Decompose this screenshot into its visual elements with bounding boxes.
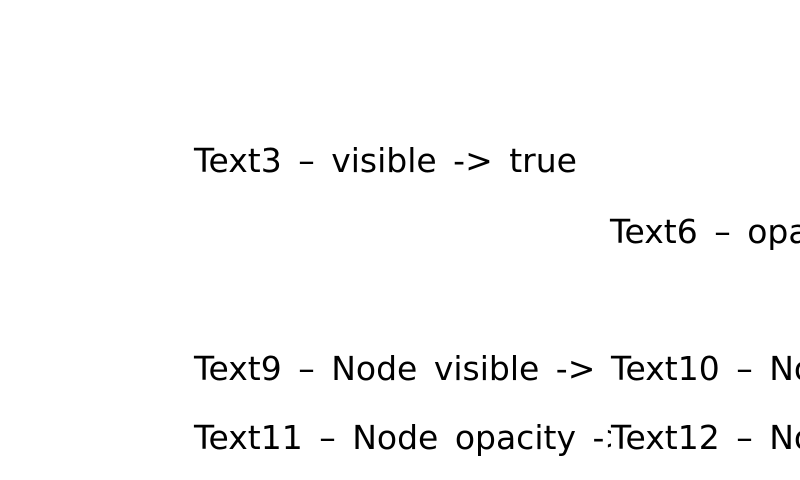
text-label-text3: Text3 – visible -> true	[194, 141, 577, 180]
text-label-text12: Text12 – Nod	[611, 418, 800, 457]
text-label-text6: Text6 – opac	[610, 212, 800, 251]
clip-band-row4	[611, 409, 800, 467]
clip-band-row3	[611, 340, 800, 398]
text-label-text10: Text10 – Nod	[611, 349, 800, 388]
text-label-text11: Text11 – Node opacity -> 0	[194, 418, 670, 457]
text-label-text9: Text9 – Node visible -> true	[194, 349, 680, 388]
